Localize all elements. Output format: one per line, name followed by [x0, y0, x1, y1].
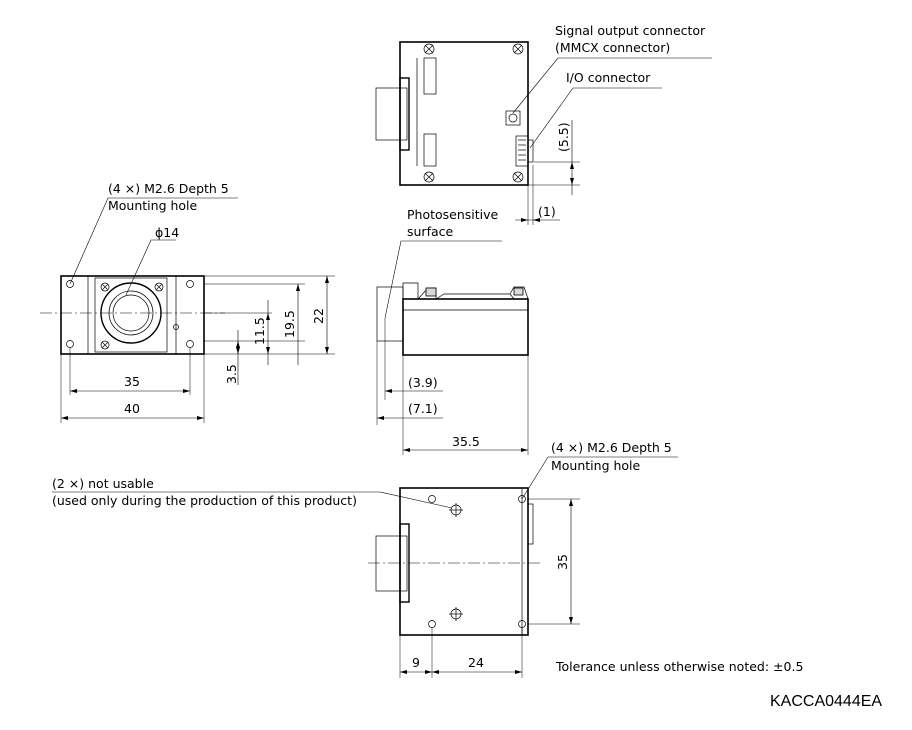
bottom-body	[399, 487, 529, 636]
dim-19-5: 19.5	[282, 310, 297, 338]
arrowhead	[570, 162, 574, 169]
bottom-mount-hole-br	[518, 620, 526, 628]
arrowhead	[236, 347, 240, 354]
dim-3-5: 3.5	[224, 364, 239, 384]
arrowhead	[569, 617, 573, 624]
rear-screw-tr	[512, 43, 524, 55]
arrowhead	[533, 218, 540, 222]
dim-7-1: (7.1)	[408, 401, 438, 416]
arrowhead	[521, 218, 528, 222]
not-usable-label-1: (2 ×) not usable	[52, 476, 154, 491]
front-screw-tr	[154, 282, 164, 292]
arrowhead	[570, 178, 574, 185]
front-mount-label-2: Mounting hole	[108, 198, 198, 213]
dim-35-bottom: 35	[555, 554, 570, 570]
rear-view	[375, 41, 534, 186]
arrowhead	[197, 416, 204, 420]
rear-screw-br	[512, 171, 524, 183]
front-mount-hole-tl	[66, 280, 74, 288]
dim-9: 9	[412, 655, 420, 670]
side-body	[402, 298, 529, 356]
front-screw-tl	[100, 282, 110, 292]
bottom-view	[368, 487, 540, 636]
mmcx-connector	[505, 110, 521, 126]
dim-3-9: (3.9)	[408, 375, 438, 390]
front-mount-hole-bl	[66, 340, 74, 348]
front-body	[60, 275, 205, 355]
bottom-side-bracket	[375, 535, 408, 592]
phi14-label: ϕ14	[155, 225, 179, 240]
bottom-mount-label-1: (4 ×) M2.6 Depth 5	[551, 440, 672, 455]
arrowhead	[61, 416, 68, 420]
rear-side-bracket	[375, 87, 408, 141]
arrowhead	[425, 670, 432, 674]
bottom-mount-hole-tr	[518, 495, 526, 503]
io-connector-label: I/O connector	[566, 70, 651, 85]
arrowhead	[296, 284, 300, 291]
not-usable-hole-lower	[449, 607, 463, 621]
arrowhead	[377, 416, 384, 420]
dim-5-5: (5.5)	[556, 122, 571, 152]
signal-connector-label-1: Signal output connector	[555, 23, 706, 38]
rear-screw-bl	[423, 171, 435, 183]
dim-40: 40	[124, 401, 140, 416]
arrowhead	[266, 313, 270, 320]
side-view	[376, 282, 529, 356]
bottom-mount-label-2: Mounting hole	[551, 458, 641, 473]
arrowhead	[325, 276, 329, 283]
rear-side-plate	[399, 77, 410, 151]
not-usable-hole-upper	[449, 503, 463, 517]
front-screw-bl	[100, 340, 110, 350]
arrowhead	[385, 389, 392, 393]
arrowhead	[183, 389, 190, 393]
dim-35-front: 35	[124, 374, 140, 389]
dim-35-5: 35.5	[452, 434, 480, 449]
front-mount-label-1: (4 ×) M2.6 Depth 5	[108, 181, 229, 196]
arrowhead	[325, 347, 329, 354]
front-view	[40, 275, 225, 355]
dimension-arrows	[61, 162, 574, 674]
not-usable-label-2: (used only during the production of this…	[52, 493, 357, 508]
arrowhead	[266, 347, 270, 354]
rear-connector-strip-upper	[423, 57, 437, 95]
rear-connector-strip-lower	[423, 133, 437, 167]
dim-11-5: 11.5	[252, 317, 267, 345]
arrowhead	[400, 670, 407, 674]
dim-24: 24	[468, 655, 484, 670]
arrowhead	[432, 670, 439, 674]
bottom-mount-hole-bl	[428, 620, 436, 628]
arrowhead	[403, 448, 410, 452]
front-mount-hole-br	[186, 340, 194, 348]
rear-body	[399, 41, 529, 186]
signal-connector-label-2: (MMCX connector)	[555, 40, 670, 55]
arrowhead	[515, 670, 522, 674]
tolerance-note: Tolerance unless otherwise noted: ±0.5	[555, 659, 803, 674]
bottom-mount-hole-tl	[428, 495, 436, 503]
lens-plate	[94, 277, 168, 353]
dim-1: (1)	[538, 204, 556, 219]
photosensitive-label-1: Photosensitive	[407, 207, 499, 222]
front-mount-hole-tr	[186, 280, 194, 288]
drawing-code: KACCA0444EA	[770, 693, 882, 710]
photosensitive-label-2: surface	[407, 224, 454, 239]
rear-screw-tl	[423, 43, 435, 55]
arrowhead	[569, 499, 573, 506]
arrowhead	[236, 341, 240, 348]
side-lens-mount	[376, 286, 404, 342]
arrowhead	[70, 389, 77, 393]
arrowhead	[521, 448, 528, 452]
dim-22: 22	[311, 308, 326, 324]
